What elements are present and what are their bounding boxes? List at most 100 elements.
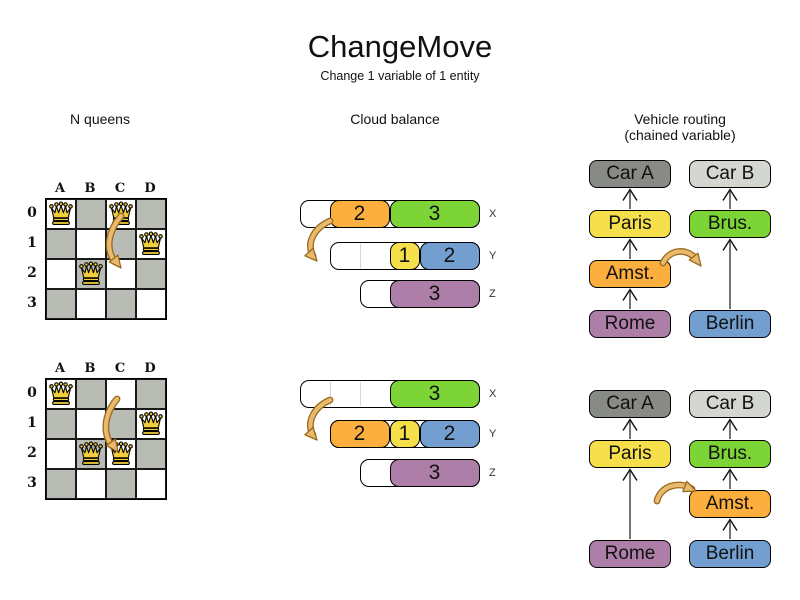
board-cell bbox=[106, 439, 136, 469]
process-block: 2 bbox=[329, 199, 390, 228]
board-cell bbox=[46, 469, 76, 499]
process-block: 3 bbox=[389, 458, 480, 487]
brussels-box: Brus. bbox=[689, 210, 771, 238]
board-cell bbox=[76, 229, 106, 259]
row-label: 3 bbox=[27, 475, 37, 491]
chain-arrow bbox=[622, 238, 638, 259]
paris-box: Paris bbox=[589, 210, 671, 238]
cloud-header: Cloud balance bbox=[350, 111, 440, 127]
nqueens-board-after bbox=[45, 378, 167, 500]
board-cell bbox=[46, 199, 76, 229]
city-label: Rome bbox=[604, 313, 656, 334]
computer-label: Z bbox=[489, 467, 496, 479]
computer-label: Z bbox=[489, 288, 496, 300]
city-label: Brus. bbox=[707, 213, 753, 234]
row-label: 1 bbox=[27, 415, 37, 431]
row-label: 2 bbox=[27, 445, 37, 461]
computer-label: X bbox=[489, 208, 497, 220]
car-label: Car A bbox=[606, 163, 654, 184]
process-block: 1 bbox=[389, 241, 420, 270]
vehicle-header: Vehicle routing (chained variable) bbox=[600, 111, 760, 143]
computer-z-before: 3 bbox=[360, 279, 480, 308]
page-subtitle: Change 1 variable of 1 entity bbox=[320, 69, 480, 83]
board-cell bbox=[136, 229, 166, 259]
rome-box: Rome bbox=[589, 310, 671, 338]
board-cell bbox=[106, 199, 136, 229]
board-cell bbox=[76, 289, 106, 319]
chain-arrow bbox=[722, 518, 738, 539]
board-cell bbox=[136, 439, 166, 469]
process-block: 1 bbox=[389, 419, 420, 448]
chain-arrow bbox=[722, 188, 738, 209]
board-cell bbox=[76, 409, 106, 439]
board-cell bbox=[76, 469, 106, 499]
col-label: B bbox=[84, 361, 96, 376]
board-cell bbox=[136, 199, 166, 229]
chain-arrow bbox=[622, 188, 638, 209]
board-cell bbox=[46, 439, 76, 469]
rome-box: Rome bbox=[589, 540, 671, 568]
board-cell bbox=[46, 289, 76, 319]
queen-icon bbox=[79, 441, 103, 465]
board-cell bbox=[46, 409, 76, 439]
chain-arrow bbox=[622, 418, 638, 439]
chain-arrow bbox=[622, 288, 638, 309]
row-label: 2 bbox=[27, 265, 37, 281]
col-label: C bbox=[114, 181, 126, 196]
brussels-box: Brus. bbox=[689, 440, 771, 468]
city-label: Paris bbox=[608, 213, 652, 234]
board-cell bbox=[136, 409, 166, 439]
board-cell bbox=[76, 439, 106, 469]
board-cell bbox=[106, 229, 136, 259]
col-label: D bbox=[144, 181, 156, 196]
process-block: 2 bbox=[329, 419, 390, 448]
city-label: Amst. bbox=[605, 263, 655, 284]
board-cell bbox=[76, 259, 106, 289]
board-cell bbox=[136, 379, 166, 409]
page-title: ChangeMove bbox=[307, 29, 493, 64]
computer-y-before: 1 2 bbox=[330, 241, 480, 270]
berlin-box: Berlin bbox=[689, 540, 771, 568]
city-label: Amst. bbox=[705, 493, 755, 514]
queen-icon bbox=[139, 231, 163, 255]
queen-icon bbox=[109, 201, 133, 225]
board-row-labels: 0 1 2 3 bbox=[22, 378, 42, 498]
car-a-box: Car A bbox=[589, 160, 671, 188]
city-label: Rome bbox=[604, 543, 656, 564]
capacity-divider bbox=[360, 244, 361, 268]
chain-arrow bbox=[622, 468, 638, 539]
city-label: Brus. bbox=[707, 443, 753, 464]
board-cell bbox=[106, 259, 136, 289]
chain-arrow bbox=[722, 238, 738, 309]
queen-icon bbox=[139, 411, 163, 435]
board-row-labels: 0 1 2 3 bbox=[22, 198, 42, 318]
chain-arrow bbox=[722, 418, 738, 439]
row-label: 1 bbox=[27, 235, 37, 251]
process-block: 3 bbox=[389, 279, 480, 308]
board-cell bbox=[46, 379, 76, 409]
capacity-divider bbox=[330, 382, 331, 406]
city-label: Berlin bbox=[705, 543, 755, 564]
computer-x-after: 3 bbox=[300, 379, 480, 408]
queen-icon bbox=[79, 261, 103, 285]
process-block: 2 bbox=[419, 419, 480, 448]
amsterdam-box: Amst. bbox=[589, 260, 671, 288]
paris-box: Paris bbox=[589, 440, 671, 468]
board-cell bbox=[136, 469, 166, 499]
amsterdam-box: Amst. bbox=[689, 490, 771, 518]
berlin-box: Berlin bbox=[689, 310, 771, 338]
row-label: 3 bbox=[27, 295, 37, 311]
process-block: 3 bbox=[389, 379, 480, 408]
row-label: 0 bbox=[27, 385, 37, 401]
vehicle-header-line2: (chained variable) bbox=[624, 127, 736, 143]
car-b-box: Car B bbox=[689, 160, 771, 188]
computer-z-after: 3 bbox=[360, 458, 480, 487]
board-cell bbox=[136, 289, 166, 319]
vehicle-header-line1: Vehicle routing bbox=[634, 111, 726, 127]
nqueens-board-before bbox=[45, 198, 167, 320]
city-label: Berlin bbox=[705, 313, 755, 334]
computer-label: Y bbox=[489, 250, 497, 262]
board-column-labels: A B C D bbox=[45, 181, 165, 196]
computer-y-after: 2 1 2 bbox=[329, 419, 480, 448]
